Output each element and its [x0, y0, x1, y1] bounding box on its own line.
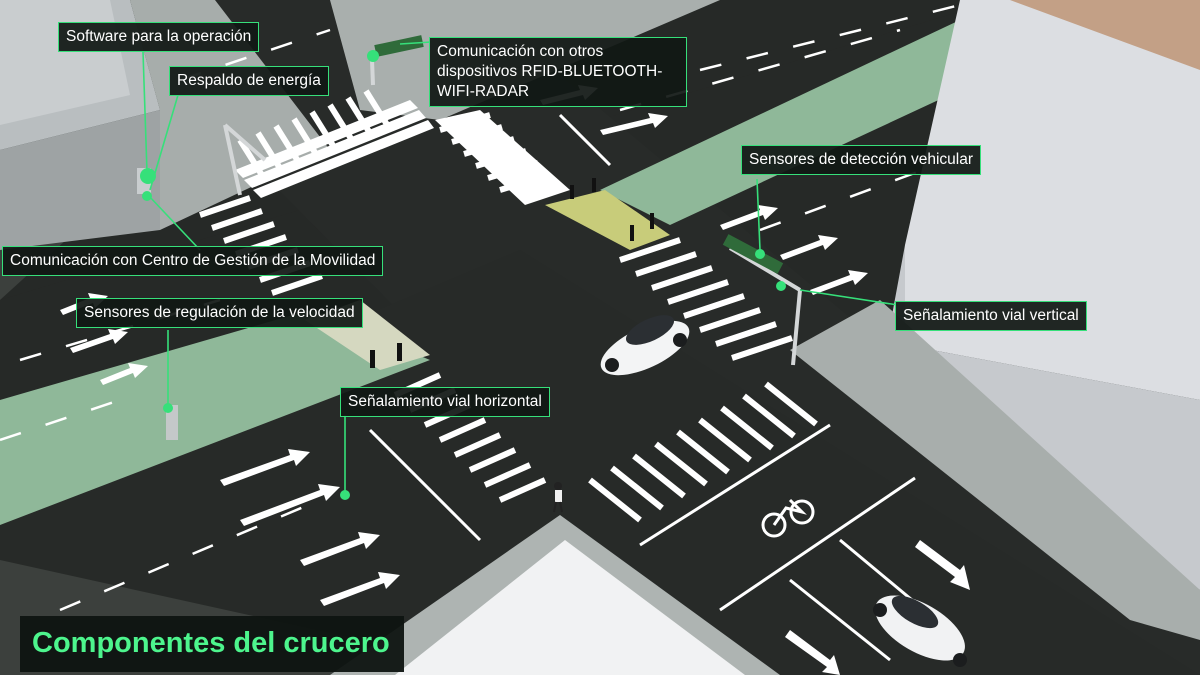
pedestrian: [553, 482, 563, 513]
callout-dots: [140, 50, 786, 500]
building-right-roof-edge: [960, 0, 1200, 70]
label-sensores-regulacion: Sensores de regulación de la velocidad: [76, 298, 363, 328]
sign-top: [374, 35, 424, 57]
label-respaldo-energia: Respaldo de energía: [169, 66, 329, 96]
label-senalamiento-vertical: Señalamiento vial vertical: [895, 301, 1087, 331]
car-white-bottom: [873, 595, 967, 667]
label-centro-gestion: Comunicación con Centro de Gestión de la…: [2, 246, 384, 276]
building-right: [905, 0, 1200, 400]
median-right: [600, 20, 960, 225]
speed-sensor-post: [166, 405, 178, 440]
crosswalk-stripes: [199, 89, 818, 523]
callout-lines: [142, 41, 899, 495]
label-sensores-deteccion: Sensores de detección vehicular: [741, 145, 982, 175]
median-left: [0, 310, 430, 525]
label-senalamiento-horizontal: Señalamiento vial horizontal: [340, 387, 550, 417]
car-white-center: [600, 315, 690, 376]
building-right-base: [880, 245, 1200, 590]
sidewalk-right: [790, 300, 1200, 640]
page-title: Componentes del crucero: [20, 616, 404, 672]
building-top-left-side: [0, 110, 160, 250]
bollards: [370, 178, 654, 368]
median-right-island: [545, 190, 670, 250]
label-software: Software para la operación: [58, 22, 260, 52]
building-bottom: [395, 540, 745, 675]
sign-right: [722, 234, 784, 274]
label-comunicacion-dispositivos: Comunicación con otros dispositivos RFID…: [429, 37, 687, 107]
bicycle-lane-icon: [761, 498, 815, 538]
sign-poles: [223, 59, 802, 366]
